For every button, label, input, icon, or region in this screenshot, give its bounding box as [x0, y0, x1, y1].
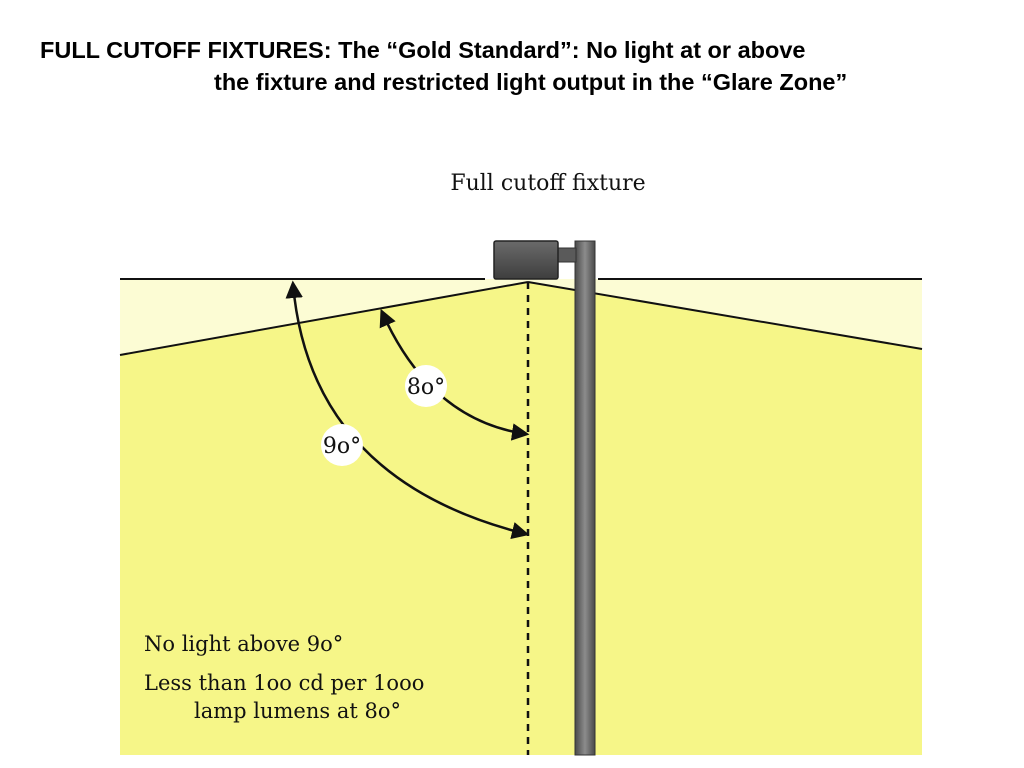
light-pole: [574, 240, 596, 756]
angle-80-badge: [405, 365, 447, 407]
note-candela-limit: Less than 1oo cd per 1ooo: [144, 671, 424, 695]
diagram-heading: Full cutoff fixture: [450, 171, 645, 196]
slide-title-line-1: FULL CUTOFF FIXTURES: The “Gold Standard…: [40, 37, 806, 63]
slide-title-line-2: the fixture and restricted light output …: [214, 69, 848, 95]
angle-90-badge: [321, 424, 363, 466]
slide-title: FULL CUTOFF FIXTURES: The “Gold Standard…: [0, 34, 1024, 98]
fixture-housing: [493, 240, 559, 280]
angle-80-label: 8o°: [407, 375, 445, 400]
angle-90-label: 9o°: [323, 434, 361, 459]
note-lamp-lumens: lamp lumens at 8o°: [194, 699, 401, 723]
note-no-light-above: No light above 9o°: [144, 632, 343, 656]
fixture-arm: [555, 247, 577, 263]
